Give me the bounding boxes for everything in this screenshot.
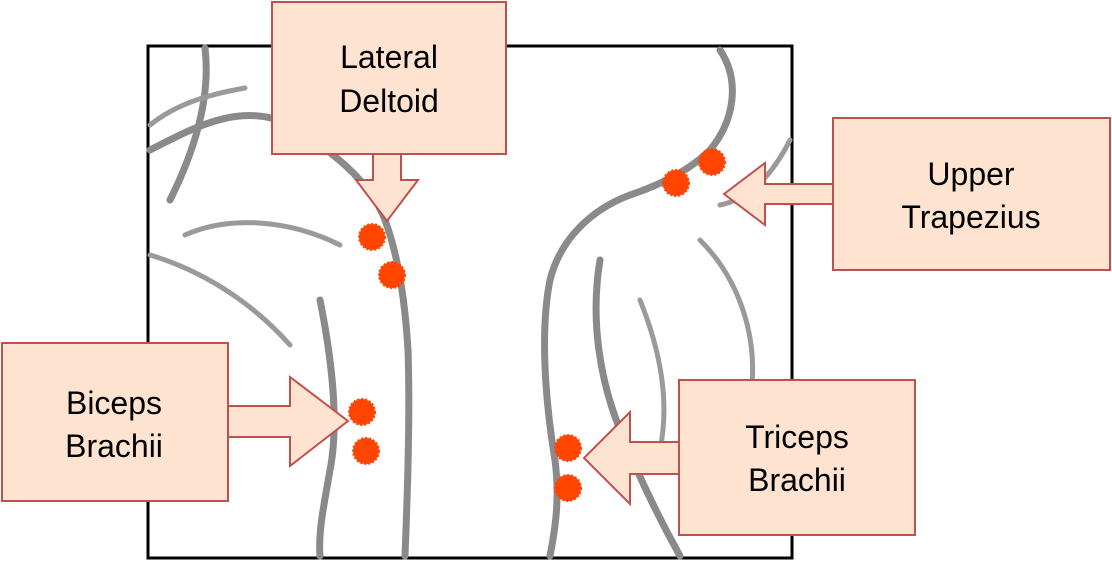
callout-box <box>1 342 229 502</box>
upper-back-outline <box>541 191 634 560</box>
callout-label-line2: Deltoid <box>339 83 439 119</box>
sensor-group-upper-trapezius <box>662 148 726 197</box>
sensor-group-biceps-brachii <box>348 398 380 465</box>
callout-label-line1: Biceps <box>66 385 162 421</box>
left-arrow-icon <box>582 409 680 507</box>
sensor-group-triceps-brachii <box>554 434 582 502</box>
shoulder-outline <box>146 112 413 560</box>
sensor-dot <box>378 261 406 289</box>
inner-arm-outline <box>316 296 338 560</box>
callout-box <box>271 1 507 155</box>
torso-line <box>147 252 293 348</box>
left-arrow-icon <box>722 160 834 228</box>
sensor-dot <box>554 474 582 502</box>
callout-label-line1: Upper <box>927 156 1015 192</box>
scapula-line <box>697 237 755 403</box>
sensor-dot <box>698 148 726 176</box>
callout-label-line2: Trapezius <box>901 199 1040 235</box>
callout-label-line2: Brachii <box>65 428 163 464</box>
sensor-group-lateral-deltoid <box>358 223 406 289</box>
triceps-contour <box>637 297 667 453</box>
down-arrow-icon <box>353 153 421 223</box>
neck-outline-left <box>166 44 210 204</box>
right-arrow-icon <box>227 374 350 469</box>
clavicle-line <box>147 85 248 128</box>
callout-label-line1: Lateral <box>340 39 438 75</box>
sensor-dot <box>554 434 582 462</box>
callout-triceps-brachii: Triceps Brachii <box>582 379 916 536</box>
callout-box <box>832 117 1111 271</box>
callout-lateral-deltoid: Lateral Deltoid <box>271 1 507 223</box>
callout-label-line1: Triceps <box>745 419 849 455</box>
sensor-dot <box>352 437 380 465</box>
sensor-dot <box>662 169 690 197</box>
callout-upper-trapezius: Upper Trapezius <box>722 117 1111 271</box>
callout-box <box>678 379 916 536</box>
sensor-dot <box>358 223 386 251</box>
callout-label-line2: Brachii <box>748 462 846 498</box>
chest-line <box>182 220 343 248</box>
front-arm-illustration <box>146 44 413 560</box>
callout-biceps-brachii: Biceps Brachii <box>1 342 350 502</box>
sensor-dot <box>348 398 376 426</box>
